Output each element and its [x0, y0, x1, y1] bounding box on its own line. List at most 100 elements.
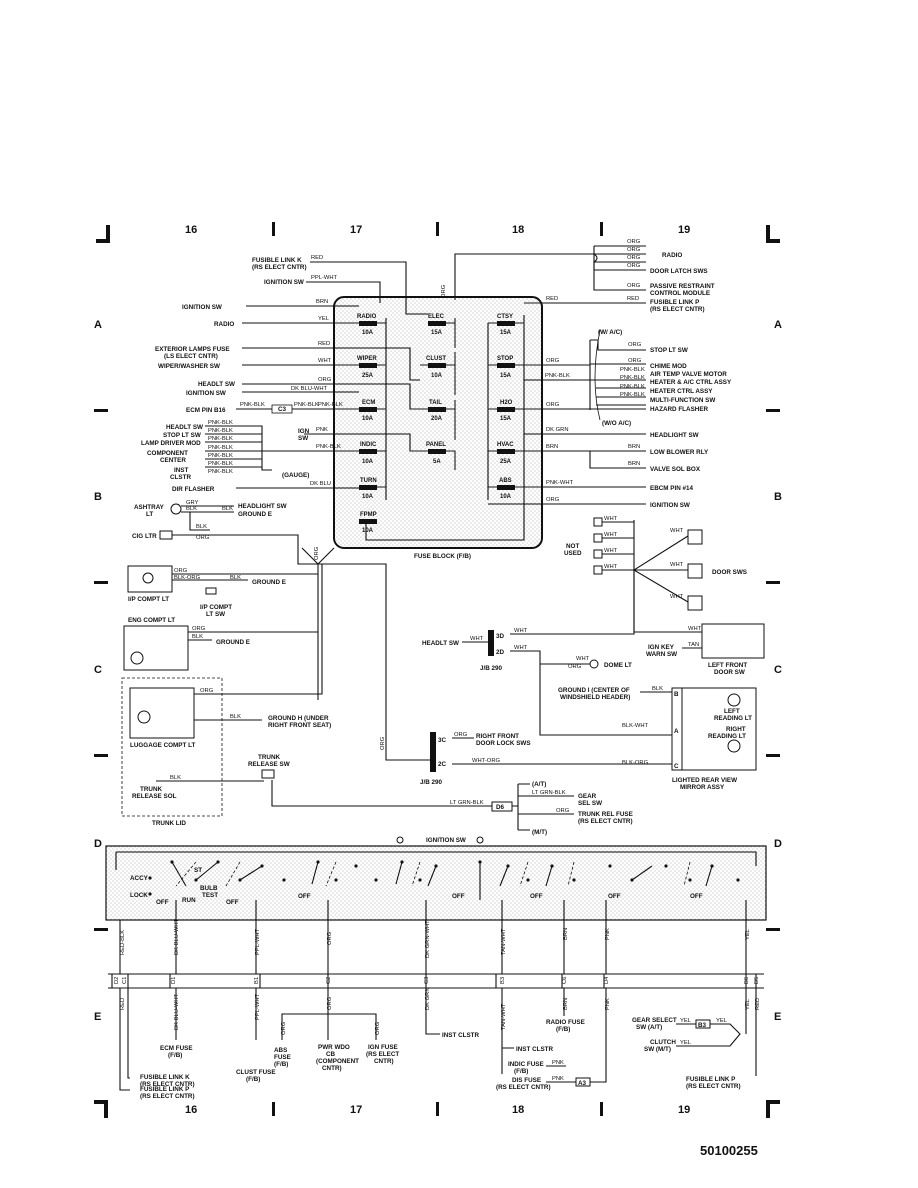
svg-text:RELEASE SOL: RELEASE SOL — [132, 793, 177, 800]
svg-text:LIGHTED REAR VIEW: LIGHTED REAR VIEW — [672, 777, 737, 784]
svg-text:CLSTR: CLSTR — [170, 474, 191, 481]
svg-text:PWR WDO: PWR WDO — [318, 1044, 350, 1051]
svg-text:B: B — [674, 691, 679, 698]
svg-text:PNK-BLK: PNK-BLK — [620, 367, 645, 373]
lbl-inst-clstr: INST — [174, 467, 188, 474]
svg-text:(RS ELECT CNTR): (RS ELECT CNTR) — [686, 1083, 741, 1090]
bottom-vertical-wires — [119, 900, 757, 1091]
svg-text:PNK-BLK: PNK-BLK — [208, 428, 233, 434]
svg-text:(RS ELECT CNTR): (RS ELECT CNTR) — [578, 818, 633, 825]
svg-text:(F/B): (F/B) — [274, 1061, 288, 1068]
svg-text:ORG: ORG — [546, 402, 560, 408]
lbl-stop-lt-sw-right: STOP LT SW — [650, 347, 688, 354]
svg-text:RIGHT: RIGHT — [726, 726, 746, 733]
svg-text:(M/T): (M/T) — [532, 829, 547, 836]
svg-text:PNK-BLK: PNK-BLK — [620, 375, 645, 381]
right-wires — [454, 245, 646, 505]
svg-text:DK BLU: DK BLU — [310, 481, 331, 487]
svg-text:GROUND E: GROUND E — [252, 579, 286, 586]
svg-text:IGN KEY: IGN KEY — [648, 644, 675, 651]
svg-text:D4: D4 — [604, 976, 610, 984]
col-16-top: 16 — [185, 224, 197, 236]
svg-text:C6: C6 — [562, 977, 568, 984]
lbl-w-ac: (W/ A/C) — [598, 329, 622, 336]
ignition-sw-title: IGNITION SW — [426, 837, 466, 844]
svg-text:CLUST: CLUST — [426, 356, 446, 362]
svg-text:GEAR: GEAR — [578, 793, 597, 800]
connector-strip — [108, 973, 764, 989]
svg-text:25A: 25A — [500, 459, 512, 465]
right-labels: ORG ORG ORG ORG RADIO DOOR LATCH SWS ORG… — [441, 239, 732, 509]
lbl-ign-sw: IGN — [298, 428, 310, 435]
svg-text:DK GRN-WHT: DK GRN-WHT — [425, 920, 431, 958]
svg-text:OFF: OFF — [452, 893, 465, 900]
svg-text:CENTER: CENTER — [160, 457, 186, 464]
svg-text:PPL-WHT: PPL-WHT — [255, 928, 261, 955]
svg-text:ORG: ORG — [627, 255, 641, 261]
svg-text:GROUND E: GROUND E — [238, 511, 272, 518]
svg-text:TAN: TAN — [688, 642, 699, 648]
svg-text:RADIO FUSE: RADIO FUSE — [546, 1019, 585, 1026]
lbl-ignition-sw-2: IGNITION SW — [182, 304, 222, 311]
svg-text:(RS ELECT CNTR): (RS ELECT CNTR) — [496, 1084, 551, 1091]
col-18-bottom: 18 — [512, 1104, 524, 1116]
svg-text:SW (A/T): SW (A/T) — [636, 1024, 662, 1031]
svg-text:BLK: BLK — [222, 506, 233, 512]
ashtray-lt: ASHTRAY LT GRY BLK BLK HEADLIGHT SW GROU… — [134, 500, 287, 531]
svg-text:WIPER: WIPER — [357, 356, 377, 362]
svg-text:PNK-BLK: PNK-BLK — [620, 384, 645, 390]
svg-text:WHT: WHT — [604, 532, 618, 538]
eng-compt-lt: ENG COMPT LT ORG BLK GROUND E — [123, 617, 318, 671]
svg-text:A: A — [674, 728, 679, 735]
svg-text:BLK: BLK — [192, 634, 203, 640]
svg-text:CONTROL MODULE: CONTROL MODULE — [650, 290, 710, 297]
svg-text:RADIO: RADIO — [357, 314, 377, 320]
lbl-headlt-sw-1: HEADLT SW — [198, 381, 235, 388]
svg-text:ASHTRAY: ASHTRAY — [134, 504, 165, 511]
svg-text:10A: 10A — [362, 494, 374, 500]
svg-text:WHT: WHT — [670, 594, 684, 600]
svg-text:DK GRN: DK GRN — [425, 987, 431, 1010]
lbl-multi-function-sw: MULTI-FUNCTION SW — [650, 397, 715, 404]
svg-text:DK BLU-WHT: DK BLU-WHT — [291, 386, 328, 392]
lbl-dir-flasher: DIR FLASHER — [172, 486, 215, 493]
svg-text:10A: 10A — [362, 459, 374, 465]
lbl-radio-right: RADIO — [662, 252, 682, 259]
svg-text:INDIC FUSE: INDIC FUSE — [508, 1061, 544, 1068]
svg-text:(RS ELECT CNTR): (RS ELECT CNTR) — [252, 264, 307, 271]
svg-text:(F/B): (F/B) — [168, 1052, 182, 1059]
svg-text:PNK-BLK: PNK-BLK — [318, 402, 343, 408]
svg-text:ECM: ECM — [362, 400, 375, 406]
svg-text:LUGGAGE COMPT LT: LUGGAGE COMPT LT — [130, 742, 195, 749]
col-18-top: 18 — [512, 224, 524, 236]
svg-text:ORG: ORG — [174, 568, 188, 574]
svg-text:ORG: ORG — [327, 931, 333, 945]
svg-text:WHT-ORG: WHT-ORG — [472, 758, 501, 764]
svg-text:B6: B6 — [744, 977, 750, 984]
svg-text:YEL: YEL — [318, 316, 330, 322]
col-19-top: 19 — [678, 224, 690, 236]
row-a-right: A — [774, 319, 782, 331]
svg-text:BRN: BRN — [546, 444, 558, 450]
svg-text:WHT: WHT — [470, 636, 484, 642]
svg-text:READING LT: READING LT — [708, 733, 746, 740]
svg-text:PPL-WHT: PPL-WHT — [311, 275, 338, 281]
lbl-ecm-pin-b16: ECM PIN B16 — [186, 407, 226, 414]
svg-text:BLK: BLK — [230, 714, 241, 720]
svg-text:(RS ELECT CNTR): (RS ELECT CNTR) — [650, 306, 705, 313]
svg-text:HEADLIGHT SW: HEADLIGHT SW — [238, 503, 287, 510]
svg-text:HVAC: HVAC — [497, 442, 514, 448]
svg-text:CIG LTR: CIG LTR — [132, 533, 157, 540]
bottom-wire-labels: RED-BLK DK BLU-WHT PPL-WHT ORG DK GRN-WH… — [120, 918, 761, 1035]
svg-text:BLK-WHT: BLK-WHT — [622, 723, 649, 729]
svg-text:PNK-BLK: PNK-BLK — [294, 402, 319, 408]
svg-text:LEFT FRONT: LEFT FRONT — [708, 662, 747, 669]
svg-text:20A: 20A — [431, 416, 443, 422]
svg-text:DK BLU-WHT: DK BLU-WHT — [174, 918, 180, 955]
